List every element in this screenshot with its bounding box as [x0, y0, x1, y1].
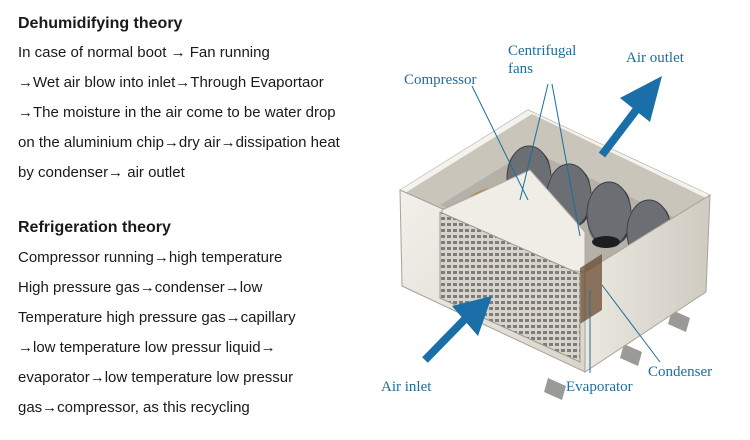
refrigeration-line: gas→compressor, as this recycling — [18, 399, 250, 416]
dehumidifying-line: →Wet air blow into inlet→Through Evaport… — [18, 74, 324, 91]
air-inlet-arrow — [422, 296, 492, 363]
condenser-coil — [580, 254, 602, 324]
dehumidifying-text: In case of normal boot → Fan running →We… — [18, 38, 340, 188]
dehumidifier-illustration — [398, 76, 712, 400]
top-rim — [400, 110, 532, 193]
refrigeration-line: evaporator→low temperature low pressur — [18, 369, 294, 386]
dehumidifier-diagram: Centrifugal fans Compressor Air outlet A… — [380, 0, 750, 440]
callout-leaders — [471, 83, 661, 373]
centrifugal-fans-label-line: Centrifugal — [508, 43, 577, 59]
top-rim-right — [528, 110, 710, 198]
mounting-feet — [544, 310, 690, 400]
condenser-label: Condenser — [648, 364, 713, 380]
dehumidifying-line: →The moisture in the air come to be wate… — [18, 104, 336, 121]
refrigeration-text: Compressor running→high temperature High… — [18, 243, 296, 423]
centrifugal-fans-label-line: fans — [508, 61, 533, 77]
refrigeration-line: Compressor running→high temperature — [18, 249, 283, 266]
compressor-label: Compressor — [404, 72, 477, 88]
dehumidifying-line: by condenser→ air outlet — [18, 164, 185, 181]
air-outlet-label: Air outlet — [626, 50, 684, 66]
fan-unit — [586, 181, 632, 248]
front-grille — [439, 211, 581, 363]
centrifugal-fans-label: Centrifugal fans — [508, 42, 576, 78]
evaporator-label: Evaporator — [566, 379, 633, 395]
refrigeration-line: →low temperature low pressur liquid→ — [18, 339, 276, 356]
air-outlet-arrow — [598, 76, 662, 158]
refrigeration-title: Refrigeration theory — [18, 219, 171, 236]
dehumidifying-line: on the aluminium chip→dry air→dissipatio… — [18, 134, 340, 151]
dehumidifying-line: In case of normal boot → Fan running — [18, 44, 270, 61]
refrigeration-line: Temperature high pressure gas→capillary — [18, 309, 296, 326]
refrigeration-line: High pressure gas→condenser→low — [18, 279, 263, 296]
dehumidifying-title: Dehumidifying theory — [18, 15, 183, 32]
air-inlet-label: Air inlet — [381, 379, 432, 395]
